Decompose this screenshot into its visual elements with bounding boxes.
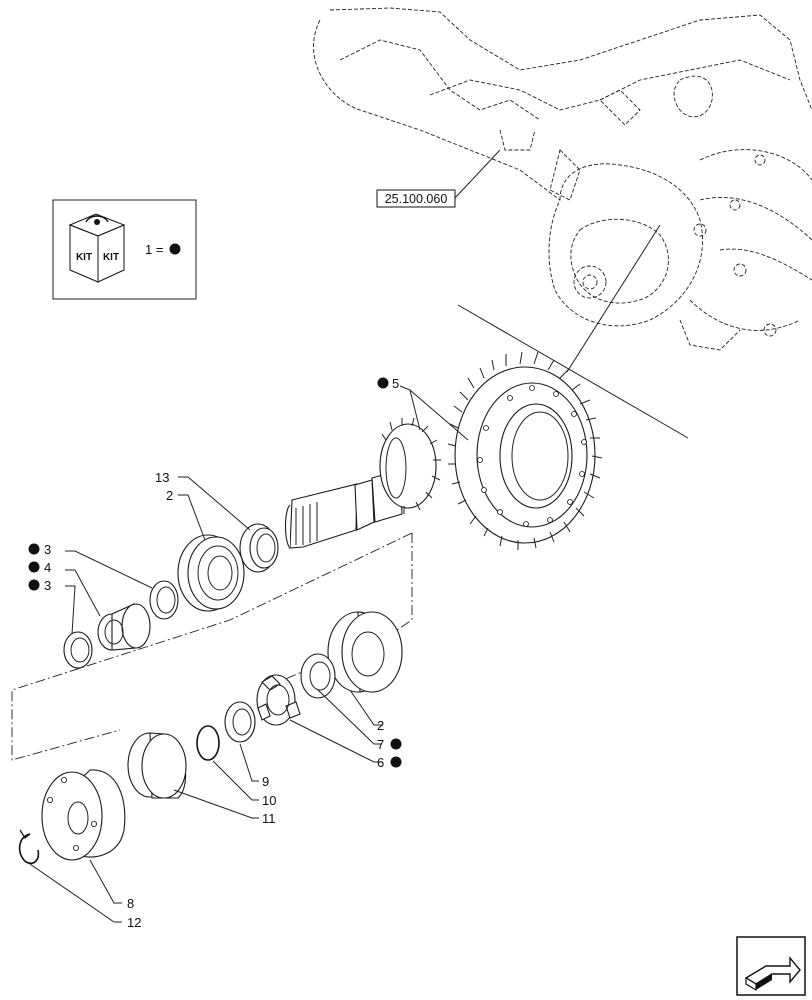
bearing-2-lower[interactable] bbox=[327, 611, 403, 693]
kit-box-icon: KIT KIT bbox=[68, 213, 126, 283]
pinion-shaft[interactable] bbox=[284, 417, 442, 549]
callout-11: 11 bbox=[262, 811, 276, 826]
callout-7: 7 bbox=[377, 737, 384, 752]
kit-bullet-icon bbox=[390, 756, 402, 768]
spacer-ring-13[interactable] bbox=[239, 523, 279, 573]
callout-6: 6 bbox=[377, 755, 384, 770]
callout-3-lower: 3 bbox=[44, 578, 51, 593]
kit-bullet-icon bbox=[390, 738, 402, 750]
bearing-2-upper[interactable] bbox=[177, 534, 245, 612]
next-page-button[interactable] bbox=[736, 936, 806, 996]
callout-5: 5 bbox=[392, 376, 399, 391]
axle-housing-assembly bbox=[313, 7, 812, 351]
kit-bullet-icon bbox=[169, 243, 181, 255]
next-page-arrow-icon bbox=[744, 956, 801, 992]
callout-2-lower: 2 bbox=[377, 718, 384, 733]
kit-bullet-icon bbox=[28, 579, 40, 591]
callout-labels: 13 2 3 4 3 5 2 7 6 9 10 11 8 12 bbox=[28, 376, 402, 930]
o-ring-10[interactable] bbox=[196, 725, 220, 761]
spacer-4[interactable] bbox=[97, 603, 151, 651]
kit-label-left: KIT bbox=[76, 252, 92, 263]
callout-8: 8 bbox=[127, 896, 134, 911]
kit-label-right: KIT bbox=[103, 252, 119, 263]
kit-equation-text: 1 = bbox=[145, 242, 163, 257]
callout-4: 4 bbox=[44, 560, 51, 575]
callout-9: 9 bbox=[262, 774, 269, 789]
crown-wheel[interactable] bbox=[447, 351, 603, 550]
kit-bullet-icon bbox=[377, 377, 389, 389]
kit-bullet-icon bbox=[28, 543, 40, 555]
reference-leader bbox=[454, 149, 501, 199]
leader-lines bbox=[29, 385, 469, 923]
kit-bullet-icon bbox=[28, 561, 40, 573]
ring-nut-6[interactable] bbox=[256, 674, 301, 726]
lock-washer-7[interactable] bbox=[300, 653, 336, 699]
flange-8[interactable] bbox=[41, 769, 126, 861]
callout-3-upper: 3 bbox=[44, 542, 51, 557]
reference-label: 25.100.060 bbox=[385, 192, 448, 206]
callout-13: 13 bbox=[155, 470, 169, 485]
callout-2-upper: 2 bbox=[166, 488, 173, 503]
seal-11[interactable] bbox=[127, 732, 187, 799]
section-lines bbox=[457, 224, 689, 439]
shim-3-upper[interactable] bbox=[149, 580, 179, 620]
reference-tag[interactable]: 25.100.060 bbox=[376, 189, 456, 208]
kit-legend: KIT KIT 1 = bbox=[52, 199, 197, 300]
washer-9[interactable] bbox=[224, 701, 256, 743]
callout-12: 12 bbox=[127, 915, 141, 930]
snap-ring-12[interactable] bbox=[18, 829, 40, 865]
callout-10: 10 bbox=[262, 793, 276, 808]
shim-3-lower[interactable] bbox=[63, 631, 93, 669]
